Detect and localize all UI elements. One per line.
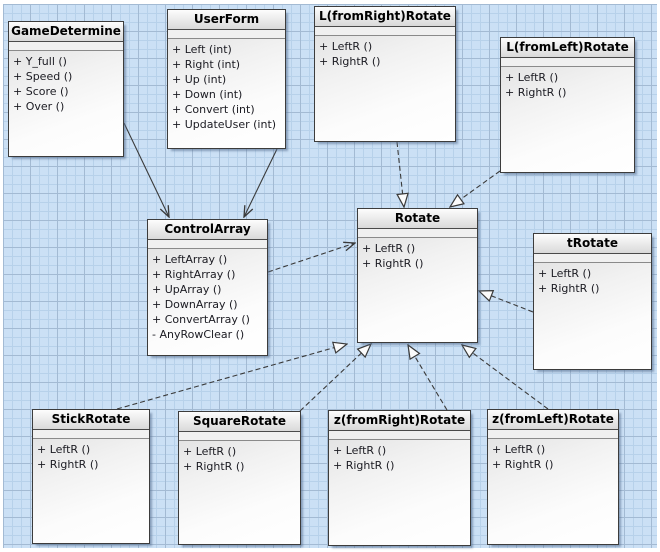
member: + RightR () [492,458,554,471]
class-userform[interactable]: UserForm + Left (int) + Right (int) + Up… [167,9,286,149]
member: + UpdateUser (int) [172,118,277,131]
member: + Over () [13,100,65,113]
member: + RightR () [37,458,99,471]
methods-compartment: + LeftR () + RightR () [179,441,300,544]
member: + RightR () [183,460,245,473]
class-title: L(fromRight)Rotate [315,7,455,27]
fields-compartment [534,254,651,263]
class-title: StickRotate [33,410,149,430]
class-gamedetermine[interactable]: GameDetermine + Y_full () + Speed () + S… [8,21,124,157]
member: + ConvertArray () [152,313,250,326]
member: - AnyRowClear () [152,328,245,341]
class-lfromleft-rotate[interactable]: L(fromLeft)Rotate + LeftR () + RightR () [500,37,635,173]
fields-compartment [501,58,634,67]
fields-compartment [358,229,477,238]
methods-compartment: + Y_full () + Speed () + Score () + Over… [9,51,123,156]
member: + LeftR () [538,267,592,280]
methods-compartment: + LeftR () + RightR () [488,439,618,544]
member: + Down (int) [172,88,243,101]
connector-trotate-rotate[interactable] [479,291,534,313]
methods-compartment: + LeftR () + RightR () [534,263,651,369]
connector-gamedetermine-controlarray[interactable] [123,122,169,217]
member: + RightR () [333,459,395,472]
class-title: z(fromLeft)Rotate [488,410,618,430]
member: + UpArray () [152,283,222,296]
fields-compartment [168,30,285,39]
fields-compartment [148,240,267,249]
methods-compartment: + LeftR () + RightR () [358,238,477,342]
class-title: Rotate [358,209,477,229]
methods-compartment: + LeftR () + RightR () [33,439,149,543]
class-title: UserForm [168,10,285,30]
member: + LeftR () [183,445,237,458]
class-stickrotate[interactable]: StickRotate + LeftR () + RightR () [32,409,150,544]
fields-compartment [33,430,149,439]
member: + RightR () [538,282,600,295]
connector-controlarray-rotate[interactable] [267,243,355,273]
member: + Speed () [13,70,73,83]
member: + LeftR () [319,40,373,53]
member: + Score () [13,85,69,98]
class-title: SquareRotate [179,412,300,432]
connector-lfromleft-rotate[interactable] [450,170,501,207]
member: + LeftR () [362,242,416,255]
class-zfromright-rotate[interactable]: z(fromRight)Rotate + LeftR () + RightR (… [328,410,471,546]
fields-compartment [179,432,300,441]
connector-lfromright-rotate[interactable] [397,141,404,207]
class-title: GameDetermine [9,22,123,42]
member: + LeftR () [492,443,546,456]
fields-compartment [329,431,470,440]
class-title: z(fromRight)Rotate [329,411,470,431]
class-trotate[interactable]: tRotate + LeftR () + RightR () [533,233,652,370]
class-rotate[interactable]: Rotate + LeftR () + RightR () [357,208,478,343]
member: + RightR () [319,55,381,68]
member: + RightArray () [152,268,236,281]
connector-zfromright-rotate[interactable] [408,345,448,411]
member: + Left (int) [172,43,232,56]
methods-compartment: + LeftR () + RightR () [329,440,470,545]
connector-zfromleft-rotate[interactable] [462,345,549,410]
class-zfromleft-rotate[interactable]: z(fromLeft)Rotate + LeftR () + RightR () [487,409,619,545]
member: + Right (int) [172,58,241,71]
connector-userform-controlarray[interactable] [244,148,278,217]
member: + Y_full () [13,55,67,68]
member: + Up (int) [172,73,227,86]
member: + RightR () [505,86,567,99]
methods-compartment: + Left (int) + Right (int) + Up (int) + … [168,39,285,148]
methods-compartment: + LeftR () + RightR () [501,67,634,172]
member: + RightR () [362,257,424,270]
class-squarerotate[interactable]: SquareRotate + LeftR () + RightR () [178,411,301,545]
fields-compartment [488,430,618,439]
class-title: L(fromLeft)Rotate [501,38,634,58]
class-title: tRotate [534,234,651,254]
member: + LeftR () [505,71,559,84]
member: + Convert (int) [172,103,255,116]
connector-squarerotate-rotate[interactable] [299,344,371,412]
member: + LeftR () [333,444,387,457]
member: + DownArray () [152,298,238,311]
class-controlarray[interactable]: ControlArray + LeftArray () + RightArray… [147,219,268,356]
methods-compartment: + LeftArray () + RightArray () + UpArray… [148,249,267,355]
member: + LeftR () [37,443,91,456]
fields-compartment [315,27,455,36]
methods-compartment: + LeftR () + RightR () [315,36,455,141]
class-title: ControlArray [148,220,267,240]
class-lfromright-rotate[interactable]: L(fromRight)Rotate + LeftR () + RightR (… [314,6,456,142]
fields-compartment [9,42,123,51]
member: + LeftArray () [152,253,228,266]
